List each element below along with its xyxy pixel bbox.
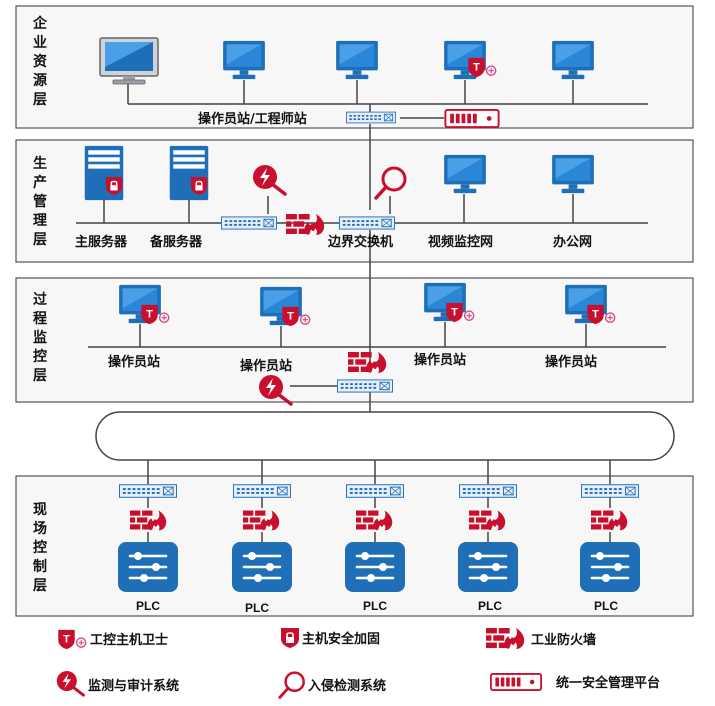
legend-host-hardening-icon [280, 627, 300, 649]
legend: 工控主机卫士 主机安全加固 工业防火墙 监测与审计系统 入侵检测系统 统一安全管… [56, 627, 660, 699]
legend-ids-icon [278, 671, 306, 699]
boundary-switch-label: 边界交换机 [327, 234, 393, 250]
plc-controller [458, 542, 518, 592]
plc-unit-1: PLC [118, 484, 178, 613]
production-switch [221, 216, 277, 230]
layer-label-process: 过程监控层 [33, 291, 47, 384]
plc-controller [345, 542, 405, 592]
field-switch [119, 484, 177, 498]
boundary-switch [339, 216, 395, 230]
backup-server-label: 备服务器 [149, 234, 203, 250]
legend-unified-platform: 统一安全管理平台 [556, 675, 660, 691]
plc-label: PLC [478, 599, 502, 613]
plc-label: PLC [245, 601, 269, 615]
legend-firewall-icon [486, 628, 525, 649]
plc-label: PLC [136, 599, 160, 613]
enterprise-bus [127, 80, 648, 210]
enterprise-switch [346, 111, 396, 124]
plc-unit-4: PLC [458, 484, 518, 613]
legend-industrial-firewall: 工业防火墙 [531, 632, 596, 648]
plc-unit-2: PLC [232, 484, 292, 615]
plc-controller [118, 542, 178, 592]
plc-controller [232, 542, 292, 592]
plc-unit-5: PLC [580, 484, 640, 613]
operator-engineer-station-label: 操作员站/工程师站 [198, 111, 307, 127]
layer-label-field: 现场控制层 [33, 502, 47, 594]
process-switch [337, 379, 393, 393]
office-network-label: 办公网 [553, 234, 592, 250]
operator-station-label-4: 操作员站 [545, 354, 597, 370]
operator-station-label-2: 操作员站 [240, 358, 292, 374]
field-switch [459, 484, 517, 498]
legend-ids: 入侵检测系统 [308, 678, 386, 694]
field-network-ring [95, 411, 675, 461]
operator-station-label-1: 操作员站 [108, 354, 160, 370]
unified-security-platform-device [444, 109, 500, 128]
legend-audit-icon [56, 670, 85, 697]
legend-platform-icon [490, 673, 542, 691]
field-switch [233, 484, 291, 498]
field-switch [581, 484, 639, 498]
field-switch [346, 484, 404, 498]
legend-host-guard-icon [57, 629, 87, 650]
layer-label-production: 生产管理层 [33, 155, 47, 248]
plc-label: PLC [363, 599, 387, 613]
operator-station-label-3: 操作员站 [414, 352, 466, 368]
legend-monitor-audit: 监测与审计系统 [88, 678, 179, 694]
plc-controller [580, 542, 640, 592]
field-drops [147, 460, 611, 542]
legend-host-guard: 工控主机卫士 [90, 632, 168, 648]
main-server-label: 主服务器 [75, 234, 128, 250]
video-network-label: 视频监控网 [428, 234, 493, 250]
layer-label-enterprise: 企业资源层 [32, 15, 48, 108]
legend-host-hardening: 主机安全加固 [302, 631, 380, 647]
plc-label: PLC [594, 599, 618, 613]
process-bus [88, 322, 666, 412]
plc-unit-3: PLC [345, 484, 405, 613]
